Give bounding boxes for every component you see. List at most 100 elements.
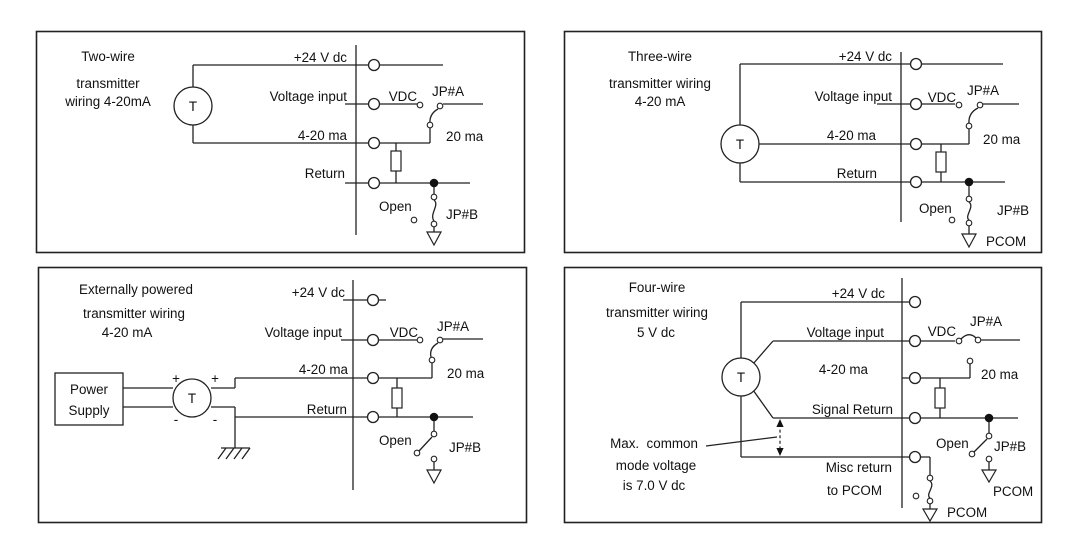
- misc-jumper-open-contact: [912, 492, 920, 500]
- panel-title-line2: transmitter wiring: [606, 305, 708, 320]
- panel-title-line1: Four-wire: [629, 280, 686, 295]
- note-line3: is 7.0 V dc: [623, 478, 686, 493]
- label-jpb: JP#B: [994, 439, 1026, 454]
- label-jpa: JP#A: [967, 83, 999, 98]
- label-20ma: 20 ma: [446, 129, 484, 144]
- resistor-symbol: [935, 151, 947, 173]
- label-24v: +24 V dc: [292, 285, 346, 300]
- label-420ma: 4-20 ma: [299, 362, 349, 377]
- jpa-contact: [436, 336, 444, 344]
- resistor-symbol: [390, 150, 402, 172]
- ground-icon: [425, 231, 443, 247]
- panel-title-line2: transmitter wiring: [609, 76, 711, 91]
- label-420ma: 4-20 ma: [298, 128, 348, 143]
- jpb-contact-bottom: [430, 455, 438, 463]
- vdc-contact: [416, 101, 424, 109]
- jpa-contact: [436, 102, 444, 110]
- label-pcom: PCOM: [986, 234, 1026, 249]
- label-open: Open: [919, 201, 952, 216]
- terminal-420ma: [366, 371, 380, 385]
- jpa-20ma-contact: [428, 356, 436, 364]
- terminal-24v: [908, 295, 922, 309]
- note-line2: mode voltage: [616, 458, 696, 473]
- resistor-symbol: [391, 387, 403, 409]
- transmitter-label: T: [189, 99, 197, 114]
- panel-externally-powered: Externally powered transmitter wiring 4-…: [37, 266, 528, 524]
- jpb-switch-arm: [967, 201, 972, 221]
- label-open: Open: [379, 433, 412, 448]
- jpb-switch-arm-open: [973, 438, 988, 453]
- label-pcom-misc: PCOM: [947, 505, 987, 520]
- junction-dot: [984, 413, 994, 423]
- panel-title-line2: transmitter: [76, 76, 140, 91]
- label-misc-return-2: to PCOM: [827, 483, 882, 498]
- jpa-contact: [974, 336, 982, 344]
- polarity-plus-left: +: [172, 371, 180, 386]
- terminal-misc-return: [908, 450, 922, 464]
- wire-420ma: [192, 125, 431, 144]
- panel-title-line3: wiring 4-20mA: [64, 94, 151, 109]
- transmitter-symbol: [721, 357, 761, 397]
- label-return: Return: [305, 166, 345, 181]
- label-jpa: JP#A: [432, 84, 464, 99]
- resistor-symbol: [934, 387, 946, 409]
- label-20ma: 20 ma: [981, 367, 1019, 382]
- pcom-ground-icon-misc: [921, 508, 939, 523]
- transmitter-symbol: [173, 86, 213, 126]
- jpb-open-end-contact: [968, 450, 976, 458]
- jpb-contact-bottom: [430, 220, 438, 228]
- jpb-open-end-contact: [413, 449, 421, 457]
- label-open: Open: [936, 436, 969, 451]
- note-line1: Max. common: [610, 436, 698, 451]
- power-supply-label1: Power: [70, 382, 108, 397]
- jpa-20ma-contact: [965, 122, 973, 130]
- terminal-24v: [367, 58, 381, 72]
- wire-420ma: [211, 363, 433, 389]
- label-jpb: JP#B: [446, 207, 478, 222]
- terminal-return: [367, 176, 381, 190]
- terminal-signal-return: [908, 411, 922, 425]
- wire-misc-return: [741, 456, 931, 475]
- terminal-voltage-input: [366, 333, 380, 347]
- panel-border: [35, 30, 526, 254]
- power-supply-label2: Supply: [69, 403, 110, 418]
- terminal-420ma: [908, 371, 922, 385]
- transmitter-label: T: [188, 391, 196, 406]
- jpb-switch-arm-open: [418, 436, 433, 452]
- arrow-up-icon: [776, 419, 784, 427]
- jpa-switch-arm: [430, 342, 439, 358]
- wire-voltage-input: [752, 340, 955, 365]
- transmitter-symbol: [172, 378, 212, 418]
- label-return: Return: [307, 402, 347, 417]
- terminal-voltage-input: [908, 334, 922, 348]
- wire-signal-return: [752, 389, 1018, 419]
- transmitter-label: T: [737, 370, 745, 385]
- misc-jumper-contact-bottom: [926, 497, 934, 505]
- panel-title-line1: Externally powered: [79, 282, 193, 297]
- label-vdc: VDC: [928, 324, 957, 339]
- power-supply-wires: [123, 387, 173, 408]
- ground-icon: [425, 469, 443, 485]
- label-open: Open: [379, 199, 412, 214]
- misc-jumper-arm: [928, 480, 933, 499]
- panel-title-line3: 4-20 mA: [635, 94, 686, 109]
- wire-24v: [192, 64, 443, 87]
- pcom-ground-icon-jpb: [980, 469, 998, 484]
- label-jpa: JP#A: [437, 319, 469, 334]
- jpa-contact: [976, 101, 984, 109]
- vdc-contact: [955, 101, 963, 109]
- label-24v: +24 V dc: [832, 286, 886, 301]
- panel-three-wire: Three-wire transmitter wiring 4-20 mA T: [563, 30, 1043, 254]
- polarity-plus-right: +: [211, 371, 219, 386]
- panel-title-line1: Three-wire: [628, 49, 692, 64]
- jpb-contact-top: [985, 432, 993, 440]
- label-pcom-jpb: PCOM: [993, 484, 1033, 499]
- vdc-contact: [416, 336, 424, 344]
- junction-dot: [429, 178, 439, 188]
- label-vdc: VDC: [928, 90, 957, 105]
- terminal-return: [909, 175, 923, 189]
- jpb-contact-bottom: [965, 219, 973, 227]
- panel-border: [563, 30, 1043, 254]
- label-420ma: 4-20 ma: [819, 362, 869, 377]
